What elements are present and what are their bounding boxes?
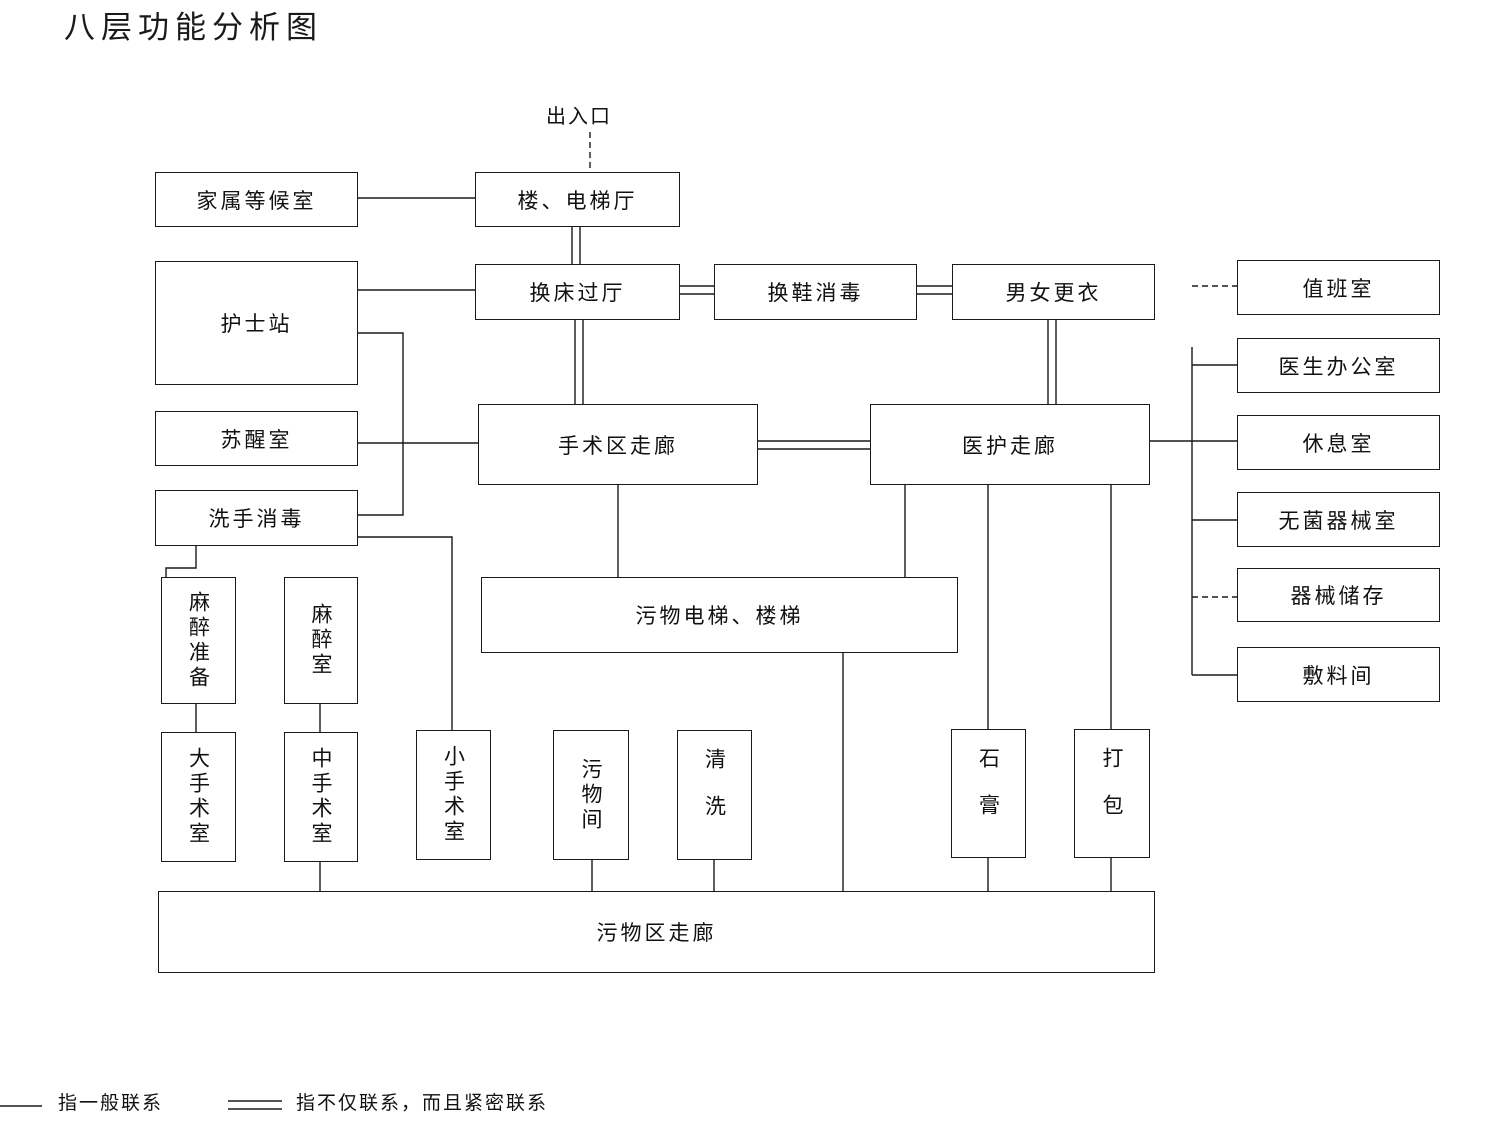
box-changing: 男女更衣 bbox=[952, 264, 1155, 320]
box-dirty-room: 污物间 bbox=[553, 730, 629, 860]
box-medium-or: 中手术室 bbox=[284, 732, 358, 862]
box-small-or: 小手术室 bbox=[416, 730, 491, 860]
box-large-or: 大手术室 bbox=[161, 732, 236, 862]
page-title: 八层功能分析图 bbox=[64, 10, 323, 46]
box-medical-corridor: 医护走廊 bbox=[870, 404, 1150, 485]
box-family-wait: 家属等候室 bbox=[155, 172, 358, 227]
legend-single-text: 指一般联系 bbox=[58, 1092, 164, 1114]
box-plaster: 石膏 bbox=[951, 729, 1026, 858]
link-handwash-anprep bbox=[165, 546, 197, 577]
box-surgery-corridor: 手术区走廊 bbox=[478, 404, 758, 485]
box-shoe-disinfect: 换鞋消毒 bbox=[714, 264, 917, 320]
link-handwash-smallor bbox=[358, 536, 453, 730]
box-cleaning: 清洗 bbox=[677, 730, 752, 860]
box-instrument-storage: 器械储存 bbox=[1237, 568, 1440, 622]
entrance-label: 出入口 bbox=[546, 104, 612, 128]
box-elevator-hall: 楼、电梯厅 bbox=[475, 172, 680, 227]
box-doctor-office: 医生办公室 bbox=[1237, 338, 1440, 393]
box-packing: 打包 bbox=[1074, 729, 1150, 858]
box-nurse-station: 护士站 bbox=[155, 261, 358, 385]
link-nurse-handwash bbox=[358, 332, 404, 516]
box-recovery: 苏醒室 bbox=[155, 411, 358, 466]
legend-double-text: 指不仅联系，而且紧密联系 bbox=[296, 1092, 549, 1114]
box-dirty-elevator: 污物电梯、楼梯 bbox=[481, 577, 958, 653]
box-anesthesia-prep: 麻醉准备 bbox=[161, 577, 236, 704]
box-rest-room: 休息室 bbox=[1237, 415, 1440, 470]
box-material-room: 敷料间 bbox=[1237, 647, 1440, 702]
box-bed-change-hall: 换床过厅 bbox=[475, 264, 680, 320]
box-anesthesia-room: 麻醉室 bbox=[284, 577, 358, 704]
box-sterile-room: 无菌器械室 bbox=[1237, 492, 1440, 547]
box-on-duty: 值班室 bbox=[1237, 260, 1440, 315]
box-hand-wash: 洗手消毒 bbox=[155, 490, 358, 546]
box-dirty-corridor: 污物区走廊 bbox=[158, 891, 1155, 973]
